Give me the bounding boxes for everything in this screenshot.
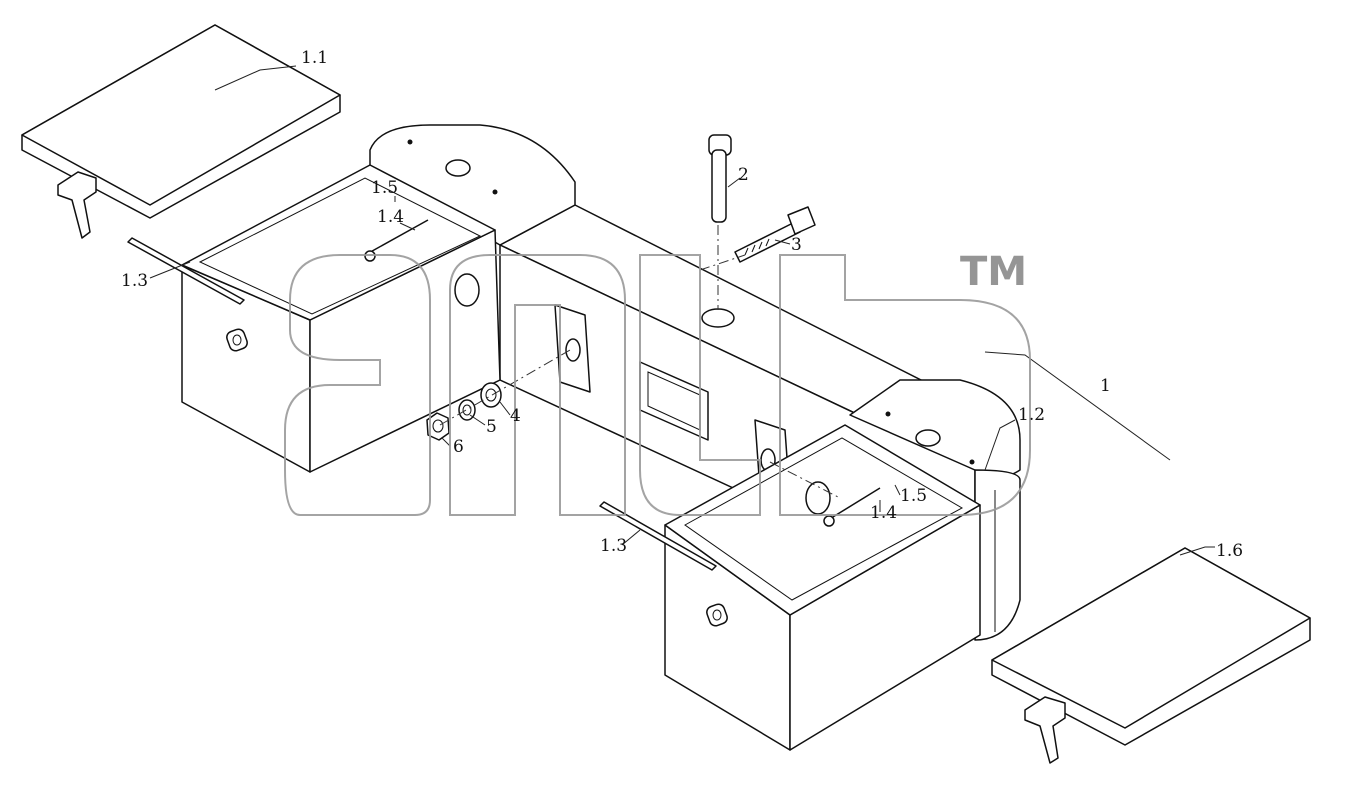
right-storage-box [664, 424, 981, 751]
label-6: 6 [453, 437, 464, 457]
label-1-5-right: 1.5 [900, 486, 927, 506]
label-2: 2 [738, 165, 749, 185]
label-1-3-right: 1.3 [600, 536, 627, 556]
right-lid [991, 547, 1311, 764]
trademark-mark: TM [960, 249, 1027, 295]
washer-part-5 [458, 399, 476, 421]
label-1-6: 1.6 [1216, 541, 1243, 561]
label-4: 4 [510, 406, 521, 426]
label-1: 1 [1100, 376, 1111, 396]
pin-part-2 [708, 134, 732, 223]
label-1-2: 1.2 [1018, 405, 1045, 425]
washer-part-4 [480, 382, 502, 408]
label-1-4-right: 1.4 [870, 503, 897, 523]
label-1-4-left: 1.4 [377, 207, 404, 227]
rod-left [127, 237, 245, 305]
label-3: 3 [791, 235, 802, 255]
nut-part-6 [426, 412, 450, 441]
watermark: TM [284, 249, 1031, 516]
left-storage-box [181, 164, 501, 473]
rod-right [599, 501, 717, 571]
leader-lines [149, 65, 1215, 556]
label-5: 5 [486, 417, 497, 437]
label-1-3-left: 1.3 [121, 271, 148, 291]
label-1-5-left: 1.5 [371, 178, 398, 198]
main-beam [369, 124, 1021, 641]
bolt-part-3 [734, 206, 816, 263]
label-1-1: 1.1 [301, 48, 328, 68]
part-labels: 1.1 1.5 1.4 1.3 2 3 1 1.2 4 5 6 1.5 1.4 … [121, 48, 1243, 561]
